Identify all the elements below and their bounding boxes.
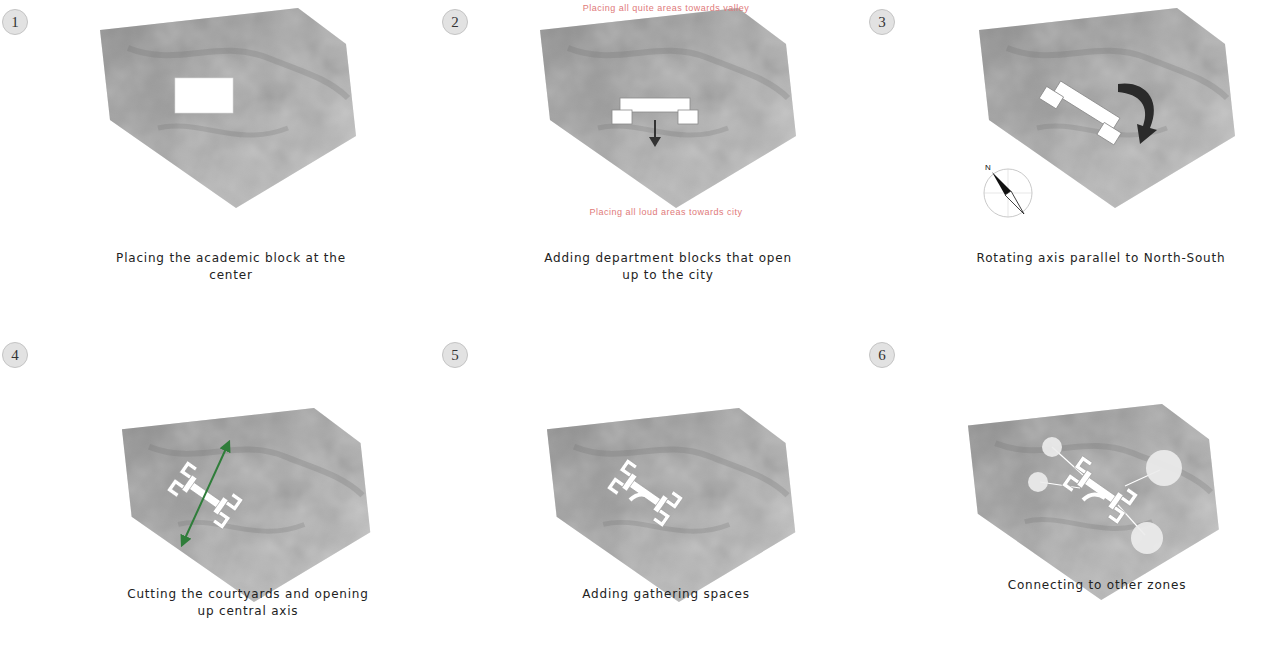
terrain (100, 8, 356, 208)
step-number-text: 3 (878, 14, 886, 31)
terrain (547, 408, 795, 602)
compass (984, 169, 1032, 217)
rotated-blocks (1039, 76, 1127, 145)
zone-circles (1028, 437, 1182, 554)
gathering-space (630, 494, 652, 500)
rotation-arrow (1118, 83, 1157, 144)
step-caption: Cutting the courtyards and opening up ce… (117, 586, 379, 620)
academic-block (175, 78, 233, 113)
step-caption: Adding department blocks that open up to… (537, 250, 799, 284)
step-number-text: 5 (451, 347, 459, 364)
compass-north: N (982, 163, 994, 172)
step-number-text: 1 (11, 14, 19, 31)
step-number: 3 (869, 9, 895, 35)
down-arrow (649, 120, 661, 147)
courtyard-blocks (1062, 456, 1138, 524)
step-caption: Rotating axis parallel to North-South (936, 250, 1262, 267)
zone-note: Placing all loud areas towards city (516, 207, 816, 218)
step-number-text: 4 (11, 347, 19, 364)
zone-note: Placing all quite areas towards valley (516, 3, 816, 14)
step-number-text: 2 (451, 14, 459, 31)
terrain (968, 404, 1219, 600)
gathering-space (1083, 494, 1105, 500)
step-caption: Placing the academic block at the center (100, 250, 362, 284)
zone-links (1040, 447, 1160, 535)
courtyard-blocks (607, 459, 683, 527)
step-caption: Adding gathering spaces (535, 586, 797, 603)
step-number: 2 (442, 9, 468, 35)
step-number: 5 (442, 342, 468, 368)
central-axis-arrow (182, 442, 229, 545)
step-number-text: 6 (878, 347, 886, 364)
step-number: 1 (2, 9, 28, 35)
step-caption: Connecting to other zones (966, 577, 1228, 594)
terrain (122, 408, 370, 602)
terrain (540, 8, 796, 208)
step-number: 4 (2, 342, 28, 368)
step-number: 6 (869, 342, 895, 368)
